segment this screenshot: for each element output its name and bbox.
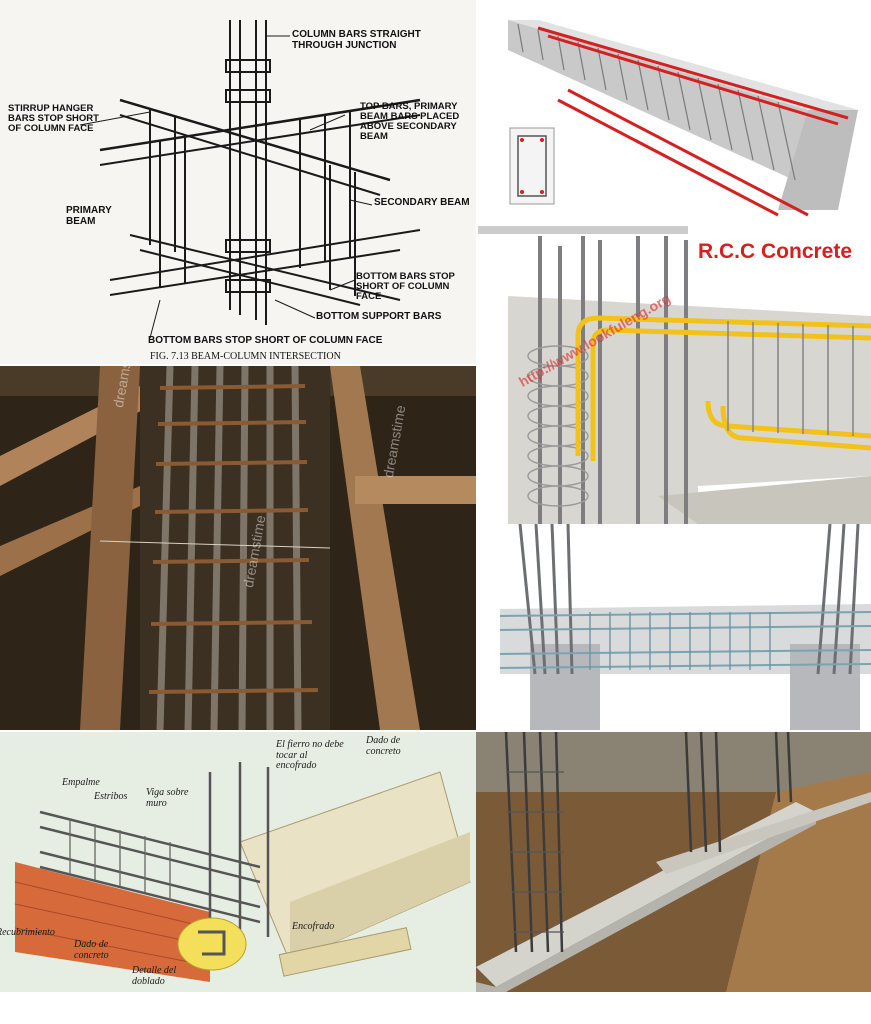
beam-column-drawing	[79, 20, 421, 339]
rcc-title: R.C.C Concrete	[698, 240, 853, 263]
label-secondary-beam: SECONDARY BEAM	[374, 197, 470, 208]
label-detalle: Detalle del doblado	[132, 965, 177, 987]
rcc-joint-drawing	[478, 226, 871, 524]
label-encofrado: Encofrado	[292, 921, 335, 932]
label-stirrup-hanger: STIRRUP HANGER BARS STOP SHORT OF COLUMN…	[8, 103, 99, 134]
rebar-formwork-photo	[0, 366, 476, 730]
label-empalme: Empalme	[62, 777, 100, 788]
beam-over-wall-illustration-panel: Empalme Estribos Viga sobre muro El fier…	[0, 732, 476, 992]
label-bottom-bars-bottom: BOTTOM BARS STOP SHORT OF COLUMN FACE	[148, 335, 383, 346]
beam-cage-3d-panel	[478, 0, 871, 226]
beam-between-columns-drawing	[500, 524, 871, 730]
label-bottom-support: BOTTOM SUPPORT BARS	[316, 311, 442, 322]
label-column-bars: COLUMN BARS STRAIGHT THROUGH JUNCTION	[292, 29, 421, 51]
label-dado-top: Dado de concreto	[366, 735, 401, 757]
beam-between-columns-panel	[500, 524, 871, 730]
figure-caption: FIG. 7.13 BEAM-COLUMN INTERSECTION	[150, 351, 341, 362]
beam-cage-drawing	[508, 20, 858, 217]
beam-over-wall-drawing	[14, 762, 471, 982]
label-bottom-bars-right: BOTTOM BARS STOP SHORT OF COLUMN FACE	[356, 271, 455, 302]
label-top-bars: TOP BARS, PRIMARY BEAM BARS PLACED ABOVE…	[360, 101, 460, 142]
label-viga: Viga sobre muro	[146, 787, 189, 809]
plinth-beam-site-photo-panel	[476, 732, 871, 992]
label-primary-beam: PRIMARY BEAM	[66, 205, 112, 227]
label-dado-bottom: Dado de concreto	[74, 939, 109, 961]
rcc-joint-3d-panel: R.C.C Concrete http://www.lookfuleng.org	[478, 226, 871, 524]
label-recubrimiento: Recubrimiento	[0, 927, 55, 938]
beam-column-diagram-panel: COLUMN BARS STRAIGHT THROUGH JUNCTION ST…	[0, 0, 476, 364]
label-fierro: El fierro no debe tocar al encofrado	[276, 739, 344, 771]
label-estribos: Estribos	[94, 791, 128, 802]
rebar-formwork-photo-panel: dreamstime dreamstime dreamstime	[0, 366, 476, 730]
plinth-beam-site-photo	[476, 732, 871, 992]
